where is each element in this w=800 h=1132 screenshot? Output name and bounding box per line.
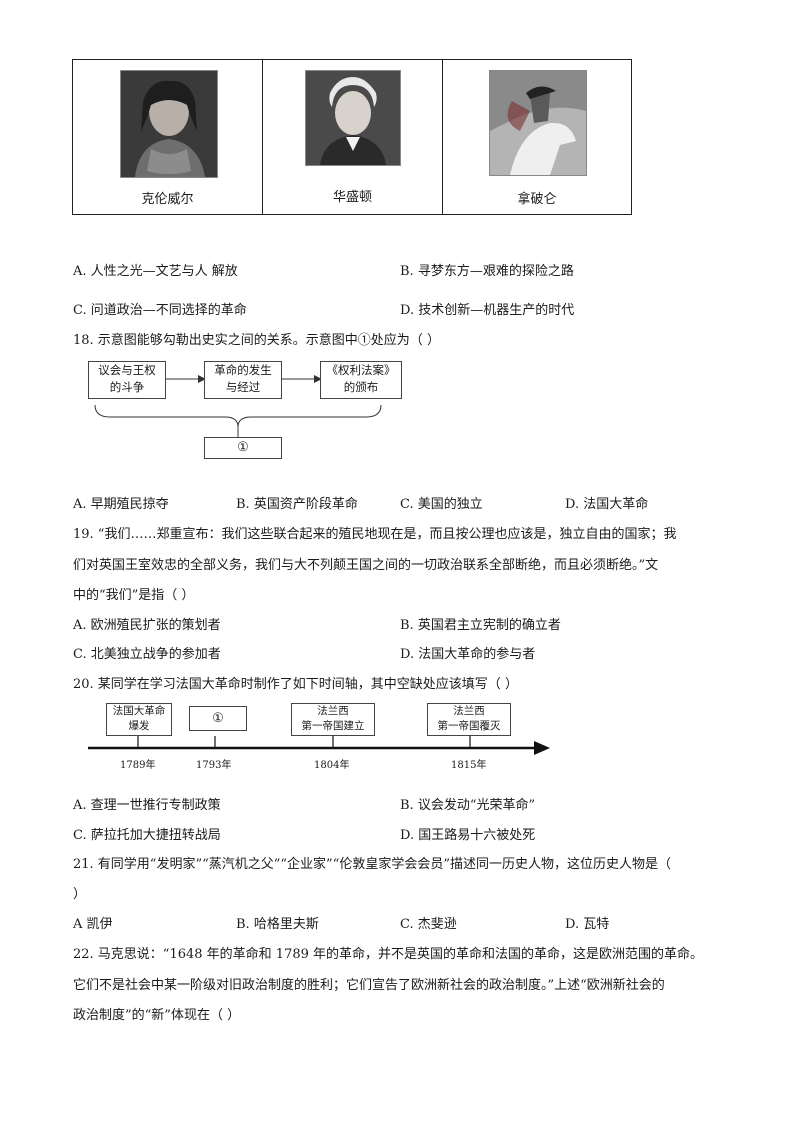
portrait-caption: 克伦威尔 <box>141 192 194 207</box>
option-a[interactable]: A. 欧洲殖民扩张的策划者 <box>73 618 221 633</box>
flow-box-3: 《权利法案》的颁布 <box>320 361 402 399</box>
portrait-table: 克伦威尔 华盛顿 拿破仑 <box>72 59 632 215</box>
option-b[interactable]: B. 英国君主立宪制的确立者 <box>400 618 561 633</box>
question-22-line-3: 政治制度”的“新”体现在（ ） <box>73 1008 241 1023</box>
option-b[interactable]: B. 议会发动“光荣革命” <box>400 798 536 813</box>
option-b[interactable]: B. 英国资产阶段革命 <box>236 497 358 512</box>
napoleon-portrait-icon <box>489 70 587 176</box>
question-18-stem: 18. 示意图能够勾勒出史实之间的关系。示意图中①处应为（ ） <box>73 333 440 348</box>
question-22-line-2: 它们不是社会中某一阶级对旧政治制度的胜利；它们宣告了欧洲新社会的政治制度。”上述… <box>73 978 665 993</box>
option-c[interactable]: C. 北美独立战争的参加者 <box>73 647 221 662</box>
flow-diagram-connectors <box>94 375 382 437</box>
option-c[interactable]: C. 萨拉托加大捷扭转战局 <box>73 828 221 843</box>
portrait-cell-washington: 华盛顿 <box>263 60 443 214</box>
portrait-cell-napoleon: 拿破仑 <box>443 60 631 214</box>
option-c[interactable]: C. 杰斐逊 <box>400 917 457 932</box>
option-d[interactable]: D. 法国大革命 <box>565 497 649 512</box>
flow-blank-box: ① <box>204 437 282 459</box>
option-d[interactable]: D. 国王路易十六被处死 <box>400 828 536 843</box>
option-c[interactable]: C. 美国的独立 <box>400 497 483 512</box>
flow-box-1: 议会与王权的斗争 <box>88 361 166 399</box>
timeline-blank-box: ① <box>189 706 247 731</box>
timeline-event-1: 法国大革命爆发 <box>106 703 172 736</box>
question-22-line-1: 22. 马克思说：“1648 年的革命和 1789 年的革命，并不是英国的革命和… <box>73 947 704 962</box>
option-a[interactable]: A. 早期殖民掠夺 <box>73 497 169 512</box>
option-c[interactable]: C. 问道政治—不同选择的革命 <box>73 303 247 318</box>
timeline-event-3: 法兰西第一帝国建立 <box>291 703 375 736</box>
question-20-stem: 20. 某同学在学习法国大革命时制作了如下时间轴，其中空缺处应该填写（ ） <box>73 677 518 692</box>
option-b[interactable]: B. 哈格里夫斯 <box>236 917 319 932</box>
cromwell-portrait-icon <box>120 70 218 178</box>
option-d[interactable]: D. 技术创新—机器生产的时代 <box>400 303 575 318</box>
question-19-line-3: 中的“我们”是指（ ） <box>73 588 195 603</box>
option-a[interactable]: A 凯伊 <box>73 917 113 932</box>
option-b[interactable]: B. 寻梦东方—艰难的探险之路 <box>400 264 574 279</box>
question-19-line-2: 们对英国王室效忠的全部义务，我们与大不列颠王国之间的一切政治联系全部断绝，而且必… <box>73 558 659 573</box>
portrait-cell-cromwell: 克伦威尔 <box>73 60 263 214</box>
option-d[interactable]: D. 瓦特 <box>565 917 610 932</box>
portrait-caption: 华盛顿 <box>332 190 372 205</box>
question-19-line-1: 19. “我们……郑重宣布：我们这些联合起来的殖民地现在是，而且按公理也应该是，… <box>73 527 677 542</box>
portrait-caption: 拿破仑 <box>517 192 557 207</box>
timeline-year: 1793年 <box>196 760 232 771</box>
washington-portrait-icon <box>305 70 401 166</box>
timeline-axis <box>88 736 550 755</box>
timeline-year: 1815年 <box>451 760 487 771</box>
option-a[interactable]: A. 人性之光—文艺与人 解放 <box>73 264 238 279</box>
flow-box-2: 革命的发生与经过 <box>204 361 282 399</box>
option-d[interactable]: D. 法国大革命的参与者 <box>400 647 536 662</box>
timeline-event-4: 法兰西第一帝国覆灭 <box>427 703 511 736</box>
timeline-year: 1789年 <box>120 760 156 771</box>
timeline-year: 1804年 <box>314 760 350 771</box>
question-21-line-2: ） <box>73 887 87 902</box>
option-a[interactable]: A. 查理一世推行专制政策 <box>73 798 221 813</box>
question-21-line-1: 21. 有同学用“发明家”“蒸汽机之父”“企业家”“伦敦皇家学会会员”描述同一历… <box>73 857 671 872</box>
